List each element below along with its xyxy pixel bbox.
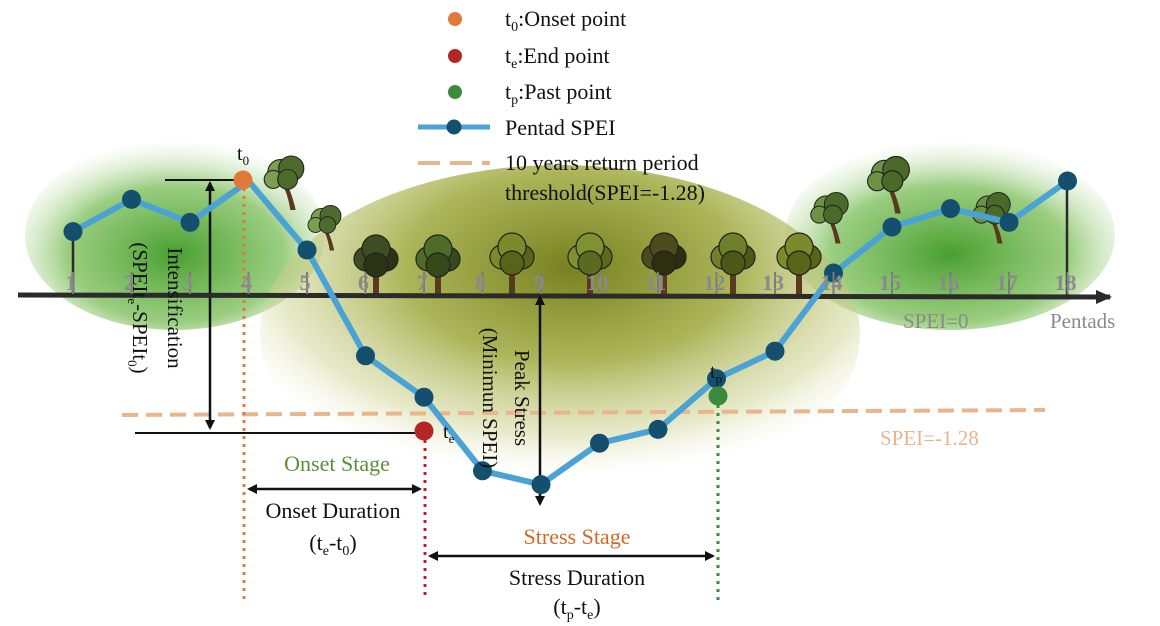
tree-icon [489, 232, 535, 295]
tree-icon [810, 191, 849, 244]
drought-area [260, 165, 860, 505]
series-point-18[interactable] [1058, 171, 1077, 191]
series-point-7[interactable] [414, 387, 434, 407]
series-point-6[interactable] [356, 346, 375, 366]
series-point-17[interactable] [999, 212, 1019, 232]
peak-stress-label: Peak Stress [510, 350, 534, 446]
shaded-areas [25, 140, 1115, 505]
tick-label-10: 10 [587, 270, 609, 295]
wet-area-left [25, 140, 325, 330]
tick-label-16: 16 [938, 270, 960, 295]
series-point-12[interactable] [707, 369, 726, 389]
tick-label-17: 17 [996, 270, 1018, 295]
tree-icon [567, 232, 613, 295]
series-point-11[interactable] [648, 419, 668, 439]
series-point-16[interactable] [941, 199, 960, 219]
legend-onset-label: t0:Onset point [505, 6, 626, 35]
legend-threshold-label-1: 10 years return period [505, 150, 699, 175]
tree-icon [867, 155, 910, 214]
tick-label-2: 2 [124, 270, 135, 295]
legend-past-marker [448, 85, 462, 99]
intensification-formula: (SPEIte-SPEIt0) [125, 242, 152, 373]
legend-past-label: tp:Past point [505, 79, 612, 108]
tree-icon [307, 205, 342, 251]
tick-label-4: 4 [241, 270, 252, 295]
tick-label-12: 12 [704, 270, 726, 295]
tree-icon [776, 232, 822, 295]
wet-area-right [785, 140, 1115, 330]
legend-series-marker [446, 119, 462, 135]
series-point-5[interactable] [297, 240, 317, 260]
series-point-13[interactable] [765, 341, 785, 361]
tree-icon [263, 155, 305, 210]
tick-label-9: 9 [534, 270, 545, 295]
legend-end-marker [448, 49, 462, 63]
tick-label-8: 8 [475, 270, 486, 295]
onset-point[interactable] [233, 170, 253, 190]
series-point-15[interactable] [882, 217, 902, 237]
tick-label-15: 15 [879, 270, 901, 295]
legend-series-label: Pentad SPEI [505, 115, 616, 140]
tick-label-5: 5 [300, 270, 311, 295]
tick-label-3: 3 [183, 270, 194, 295]
legend-threshold-label-2: threshold(SPEI=-1.28) [505, 180, 705, 205]
stress-duration-label: Stress Duration [509, 565, 645, 590]
te-label: te [443, 421, 455, 446]
peak-stress-sub-label: (Minimun SPEI) [478, 328, 502, 469]
x-axis[interactable] [17, 289, 1112, 304]
t0-label: t0 [237, 143, 249, 168]
x-axis-title: Pentads [1050, 309, 1115, 333]
onset-duration-formula: (te-t0) [309, 530, 356, 559]
tick-label-7: 7 [417, 270, 428, 295]
series-point-1[interactable] [63, 222, 83, 242]
series-point-8[interactable] [473, 461, 492, 481]
series-point-10[interactable] [590, 433, 609, 453]
threshold-label: SPEI=-1.28 [880, 426, 979, 450]
tree-icon [415, 234, 461, 297]
onset-stage-label: Onset Stage [284, 451, 390, 476]
legend-onset-marker [448, 12, 462, 26]
zero-line-label: SPEI=0 [903, 309, 969, 333]
intensification-label: Intensification [163, 247, 187, 369]
onset-duration-label: Onset Duration [265, 498, 400, 523]
past-point[interactable] [708, 386, 728, 406]
tp-label: tp [710, 361, 722, 386]
tick-label-14: 14 [821, 270, 843, 295]
end-point[interactable] [414, 421, 434, 441]
tree-icon [641, 232, 687, 295]
tree-icon [353, 234, 399, 297]
series-point-3[interactable] [180, 212, 200, 232]
tick-label-1: 1 [66, 270, 77, 295]
series-point-2[interactable] [122, 189, 141, 209]
legend: t0:Onset point te:End point tp:Past poin… [418, 6, 705, 205]
tick-label-13: 13 [762, 270, 784, 295]
stress-stage-label: Stress Stage [524, 524, 631, 549]
tree-icon [710, 232, 756, 295]
tick-label-18: 18 [1055, 270, 1077, 295]
legend-end-label: te:End point [505, 43, 610, 72]
tick-label-6: 6 [358, 270, 369, 295]
stress-duration-formula: (tp-te) [553, 594, 600, 623]
tick-label-11: 11 [646, 270, 667, 295]
trees [263, 155, 1011, 297]
series-point-9[interactable] [531, 475, 551, 495]
threshold-line [121, 408, 1046, 417]
